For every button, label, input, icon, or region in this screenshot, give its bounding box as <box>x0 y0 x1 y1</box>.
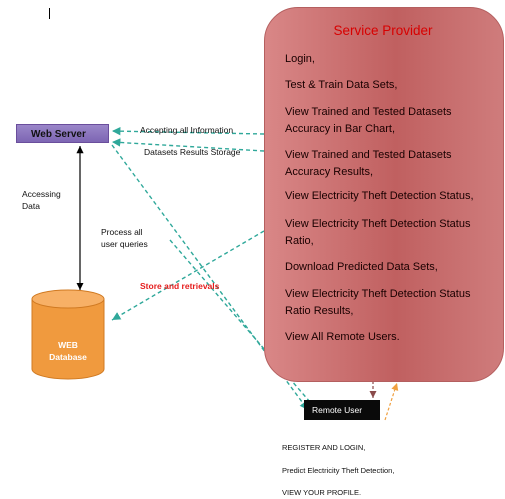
web-database-cylinder <box>31 289 105 380</box>
remote-item-predict: Predict Electricity Theft Detection, <box>282 466 395 475</box>
connector-to-db <box>111 223 274 321</box>
sp-item-ratio-results: View Electricity Theft Detection Status … <box>285 288 471 317</box>
sp-item-accuracy-results: View Trained and Tested Datasets Accurac… <box>285 149 452 178</box>
connector-remote-to-sp <box>384 382 399 421</box>
connector-accepting <box>111 126 265 136</box>
sp-item-remote-users: View All Remote Users. <box>285 331 400 343</box>
label-process: Process all user queries <box>101 227 148 249</box>
remote-user-box: Remote User <box>304 400 380 420</box>
remote-item-profile: VIEW YOUR PROFILE. <box>282 488 362 497</box>
sp-item-accuracy-bar: View Trained and Tested Datasets Accurac… <box>285 106 452 135</box>
web-server-box: Web Server <box>16 124 109 143</box>
label-storage: Datasets Results Storage <box>144 147 241 157</box>
remote-item-register: REGISTER AND LOGIN, <box>282 443 366 452</box>
connector-storage <box>111 138 265 152</box>
sp-item-download: Download Predicted Data Sets, <box>285 261 438 273</box>
web-database-label: WEB Database <box>49 340 87 362</box>
label-store-retrievals: Store and retrievals <box>140 281 220 291</box>
service-provider-title: Service Provider <box>333 23 433 38</box>
service-provider-box <box>264 7 504 382</box>
label-accessing: Accessing Data <box>22 189 61 211</box>
sp-item-test-train: Test & Train Data Sets, <box>285 79 398 91</box>
text-cursor <box>49 8 50 19</box>
sp-item-login: Login, <box>285 53 315 65</box>
label-accepting: Accepting all Information <box>140 125 234 135</box>
sp-item-status-ratio: View Electricity Theft Detection Status … <box>285 218 471 247</box>
sp-item-status: View Electricity Theft Detection Status, <box>285 190 474 202</box>
